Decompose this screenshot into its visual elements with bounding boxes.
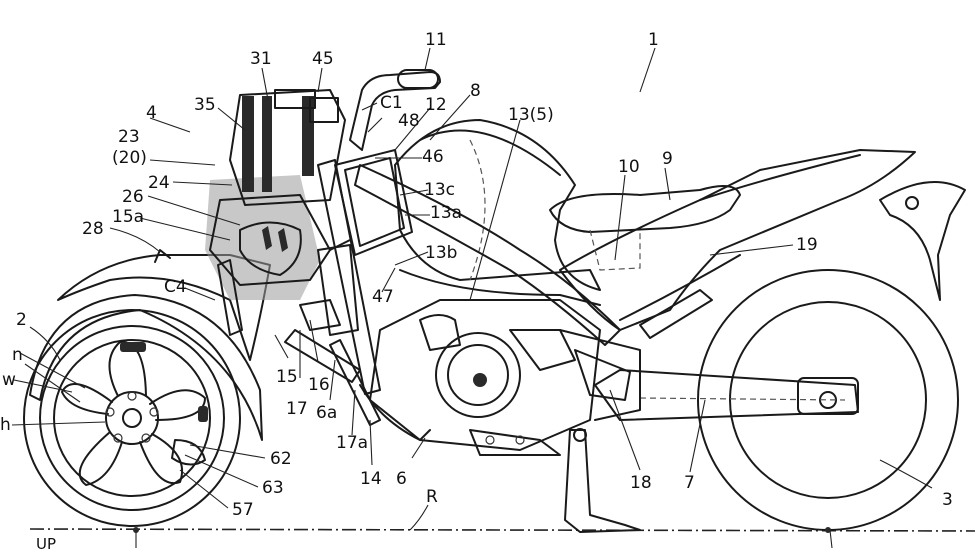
label-11: 11 (425, 30, 447, 50)
label-n: n (12, 345, 23, 365)
front-wheel (23, 309, 241, 527)
label-2: 2 (16, 310, 27, 330)
front-fender (29, 294, 263, 441)
leader-lines (11, 47, 933, 531)
label-h: h (0, 415, 11, 435)
seat (549, 185, 741, 233)
label-3: 3 (942, 490, 953, 510)
fuel-tank (394, 119, 601, 291)
label-1: 1 (648, 30, 659, 50)
front-fork (317, 159, 381, 395)
label-57: 57 (232, 500, 254, 520)
front-suspension-mechanism (205, 89, 361, 383)
label-63: 63 (262, 478, 284, 498)
label-15: 15 (276, 367, 298, 387)
label-C4: C4 (164, 277, 187, 297)
label-6: 6 (396, 469, 407, 489)
label-18: 18 (630, 473, 652, 493)
label-28: 28 (82, 219, 104, 239)
label-8: 8 (470, 81, 481, 101)
label-17a: 17a (336, 433, 368, 453)
label-12: 12 (425, 95, 447, 115)
ground-line (29, 528, 976, 532)
label-17: 17 (286, 399, 308, 419)
label-13-5: 13(5) (508, 105, 554, 125)
tail-cowl (559, 149, 916, 331)
label-7: 7 (684, 473, 695, 493)
label-16: 16 (308, 375, 330, 395)
rear-wheel (697, 269, 959, 531)
main-frame (354, 164, 621, 346)
label-46: 46 (422, 147, 444, 167)
label-C1: C1 (380, 93, 403, 113)
headlight (334, 149, 413, 256)
label-9: 9 (662, 149, 673, 169)
side-stand (564, 429, 641, 533)
label-4: 4 (146, 103, 157, 123)
rear-fender (879, 181, 966, 301)
swingarm (594, 369, 859, 421)
label-R: R (426, 487, 438, 507)
label-19: 19 (796, 235, 818, 255)
label-35: 35 (194, 95, 216, 115)
label-20: (20) (112, 148, 147, 168)
label-14: 14 (360, 469, 382, 489)
label-15a: 15a (112, 207, 144, 227)
label-26: 26 (122, 187, 144, 207)
label-45: 45 (312, 49, 334, 69)
label-13b: 13b (425, 243, 457, 263)
label-13a: 13a (430, 203, 462, 223)
label-24: 24 (148, 173, 170, 193)
engine (369, 299, 641, 456)
front-cowl (57, 254, 271, 361)
label-31: 31 (250, 49, 272, 69)
label-62: 62 (270, 449, 292, 469)
callout-labels: 1 2 3 4 6 6a 7 8 9 10 11 12 13(5) 13a 13… (0, 30, 953, 550)
label-w: w (2, 370, 16, 390)
label-23: 23 (118, 127, 140, 147)
label-UP: UP (36, 535, 56, 550)
label-13c: 13c (424, 180, 455, 200)
label-48: 48 (398, 111, 420, 131)
label-10: 10 (618, 157, 640, 177)
label-6a: 6a (316, 403, 337, 423)
label-47: 47 (372, 287, 394, 307)
